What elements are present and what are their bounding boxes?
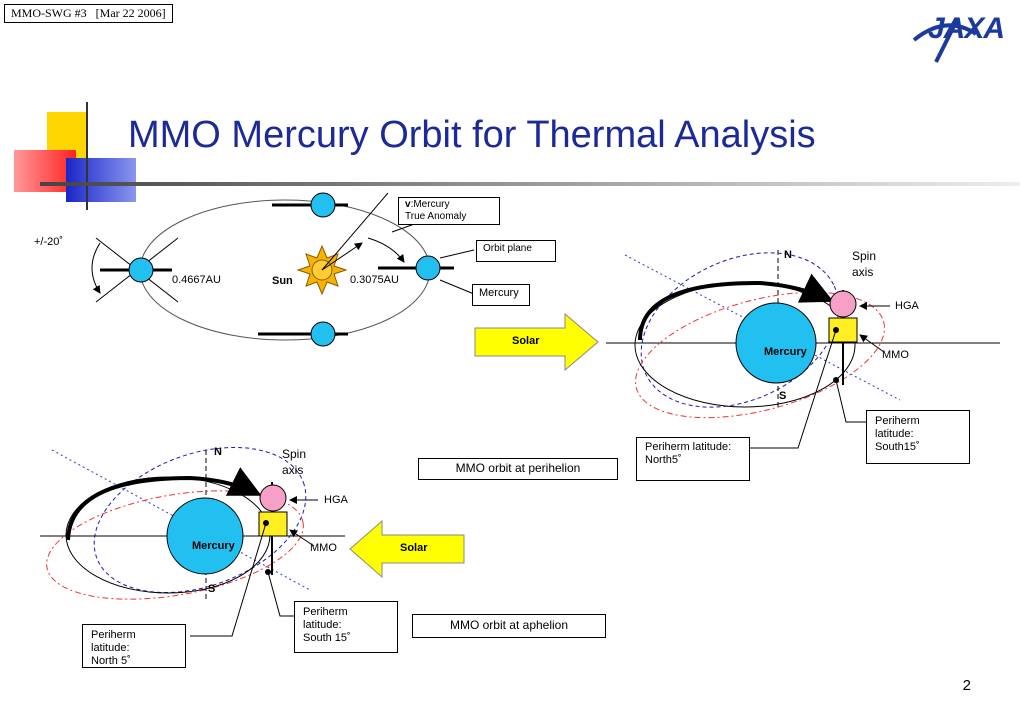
- mercury-bottom-icon: [310, 321, 336, 347]
- sun-label: Sun: [272, 275, 293, 287]
- deco-vertical-line: [86, 102, 88, 210]
- anomaly-label-1: Mercury: [413, 199, 450, 210]
- periherm-south-perihelion-3: South15˚: [875, 441, 920, 453]
- right-distance-label: 0.3075AU: [350, 274, 399, 286]
- mercury-orbit-ellipse: [139, 199, 431, 341]
- aphelion-caption-box: MMO orbit at aphelion: [412, 614, 606, 638]
- solar-arrow-left-icon: [349, 519, 465, 579]
- title-underline: [40, 182, 1020, 186]
- mmo-label-aphelion: MMO: [310, 542, 337, 554]
- orbit-plane-box: Orbit plane: [476, 240, 556, 262]
- north-label-aphelion: N: [214, 446, 222, 458]
- periherm-north-aphelion-box: Periherm latitude: North 5˚: [82, 624, 186, 668]
- tilt-label: +/-20˚: [34, 236, 64, 248]
- hga-perihelion-icon: [829, 290, 857, 318]
- solar-right-label: Solar: [512, 335, 540, 347]
- mmo-label-perihelion: MMO: [882, 349, 909, 361]
- periherm-north-aphelion-1: Periherm latitude:: [91, 629, 136, 654]
- spin-axis-aphelion-2: axis: [282, 463, 304, 477]
- anomaly-symbol: v: [405, 199, 411, 210]
- periherm-south-perihelion-2: latitude:: [875, 428, 914, 440]
- jaxa-swoosh-icon: [912, 17, 978, 63]
- solar-arrow-right-icon: [474, 312, 599, 372]
- mercury-right-icon: [415, 255, 441, 281]
- mercury-box: Mercury: [472, 284, 530, 306]
- south-label-perihelion: S: [779, 390, 787, 402]
- solar-left-label: Solar: [400, 542, 428, 554]
- spin-axis-perihelion-2: axis: [852, 265, 874, 279]
- mercury-left-icon: [128, 257, 154, 283]
- spin-axis-aphelion-1: Spin: [282, 447, 307, 461]
- north-label-perihelion: N: [784, 249, 792, 261]
- page-title: MMO Mercury Orbit for Thermal Analysis: [128, 114, 816, 156]
- mercury-perihelion-icon: [735, 302, 817, 384]
- periherm-north-perihelion-1: Periherm latitude:: [645, 441, 732, 453]
- jaxa-logo-text: JAXA: [928, 12, 1005, 45]
- periherm-south-perihelion-box: Periherm latitude: South15˚: [866, 410, 970, 464]
- jaxa-logo: JAXA: [906, 4, 1018, 66]
- periherm-north-aphelion-2: North 5˚: [91, 655, 131, 667]
- south-label-aphelion: S: [208, 583, 216, 595]
- mercury-label-aphelion: Mercury: [192, 540, 235, 552]
- periherm-south-aphelion-2: South 15˚: [303, 632, 351, 644]
- spin-axis-perihelion-1: Spin: [852, 249, 877, 263]
- true-anomaly-box: v:Mercury True Anomaly: [398, 197, 500, 225]
- periherm-north-perihelion-2: North5˚: [645, 454, 682, 466]
- periherm-north-perihelion-box: Periherm latitude: North5˚: [636, 437, 750, 481]
- hga-aphelion-icon: [259, 484, 287, 512]
- perihelion-caption-box: MMO orbit at perihelion: [418, 458, 618, 480]
- hga-label-perihelion: HGA: [895, 300, 919, 312]
- anomaly-colon: :: [410, 199, 414, 210]
- deco-blue-square: [66, 158, 136, 202]
- left-distance-label: 0.4667AU: [172, 274, 221, 286]
- page-number: 2: [962, 677, 971, 694]
- mercury-top-icon: [310, 192, 336, 218]
- periherm-south-aphelion-1: Periherm latitude:: [303, 606, 348, 631]
- hga-label-aphelion: HGA: [324, 494, 348, 506]
- periherm-south-aphelion-box: Periherm latitude: South 15˚: [294, 601, 398, 653]
- mercury-label-perihelion: Mercury: [764, 346, 807, 358]
- anomaly-label-2: True Anomaly: [405, 211, 467, 222]
- meeting-label: MMO-SWG #3 [Mar 22 2006]: [4, 4, 173, 23]
- periherm-south-perihelion-1: Periherm: [875, 415, 920, 427]
- mercury-aphelion-icon: [166, 497, 244, 575]
